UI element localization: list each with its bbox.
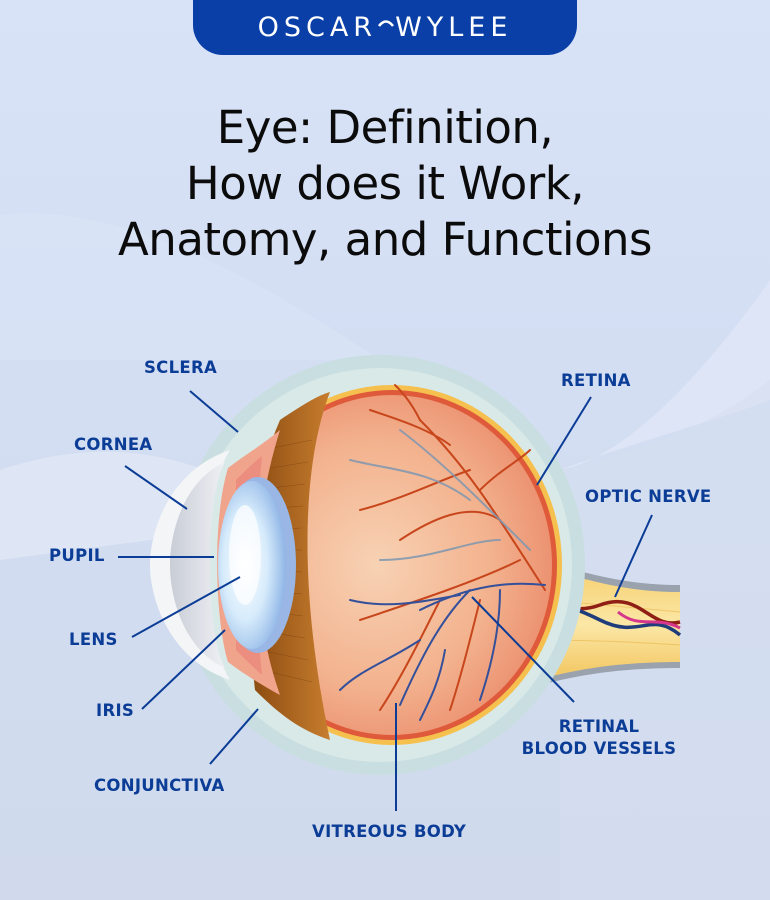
leader-optic-nerve [614,514,653,598]
label-optic-nerve: OPTIC NERVE [585,487,712,506]
label-retinal-blood-vessels: RETINAL BLOOD VESSELS [521,717,677,758]
label-lens: LENS [69,630,118,649]
page-title: Eye: Definition, How does it Work, Anato… [0,100,770,268]
label-conjunctiva: CONJUNCTIVA [94,776,225,795]
leader-cornea [124,465,188,510]
title-line-3: Anatomy, and Functions [118,213,652,266]
leader-conjunctiva [209,708,259,765]
leader-retinal-blood-vessels [471,596,575,703]
title-line-1: Eye: Definition, [216,101,554,154]
logo-arc-icon [377,4,395,27]
label-iris: IRIS [96,701,135,720]
title-line-2: How does it Work, [185,157,585,210]
label-pupil: PUPIL [49,546,105,565]
label-vitreous-body: VITREOUS BODY [312,822,467,841]
label-retina: RETINA [561,371,631,390]
leader-lens [131,576,241,638]
label-sclera: SCLERA [144,358,218,377]
leader-retina [536,396,592,486]
leader-iris [141,629,226,710]
label-cornea: CORNEA [74,435,153,454]
leader-sclera [189,390,239,433]
